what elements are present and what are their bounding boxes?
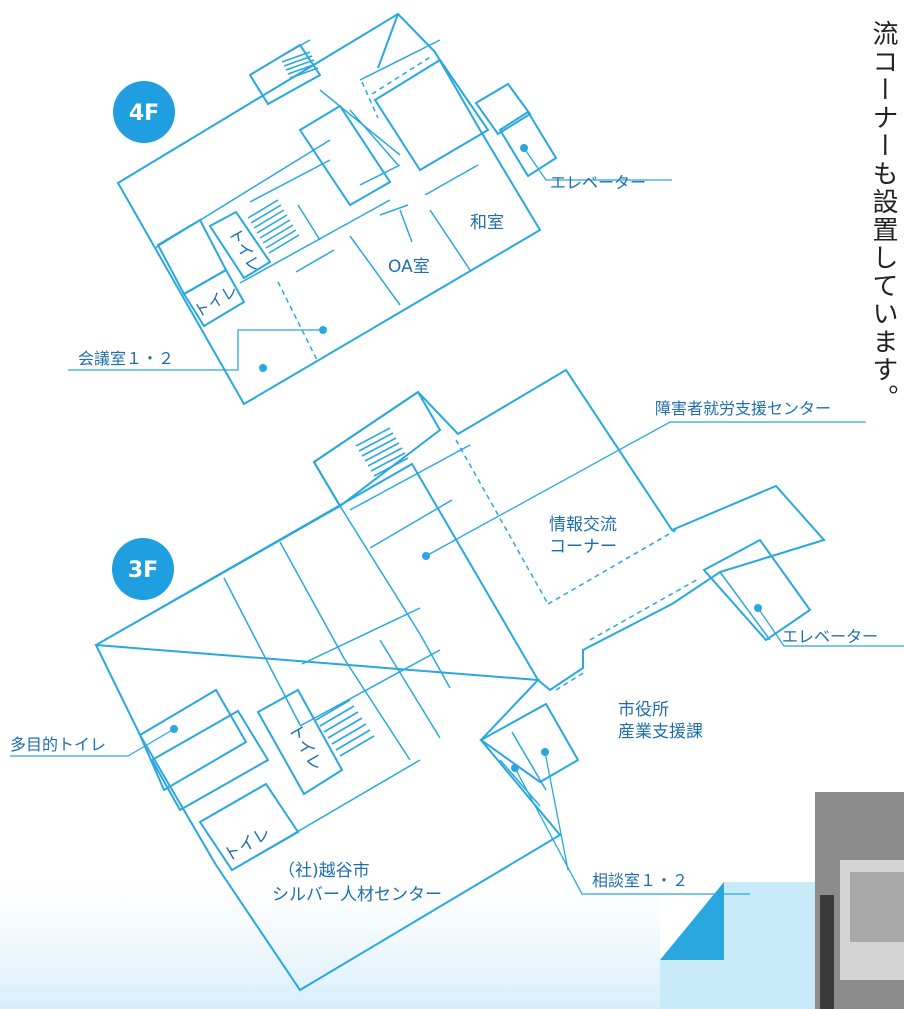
- label-4f-meeting-room: 会議室１・２: [78, 349, 174, 368]
- floor-3f-plan: [10, 368, 904, 992]
- label-4f-oa-room: OA室: [388, 257, 430, 277]
- floor-4f-plan: [68, 12, 672, 406]
- label-3f-info-line1: 情報交流: [549, 515, 617, 535]
- label-3f-elevator: エレベーター: [782, 627, 878, 646]
- bottom-wash: [0, 880, 660, 1009]
- label-3f-disability-support: 障害者就労支援センター: [655, 399, 831, 418]
- svg-text:3F: 3F: [128, 558, 158, 583]
- side-vertical-text: 流コーナーも設置しています。: [868, 20, 898, 412]
- photo-panel: [660, 792, 904, 1009]
- label-3f-info-line2: コーナー: [549, 537, 617, 557]
- label-3f-silver-line2: シルバー人材センター: [272, 885, 442, 905]
- label-3f-city-line2: 産業支援課: [618, 722, 703, 742]
- stairs-3f: [315, 427, 409, 757]
- label-3f-multi-toilet: 多目的トイレ: [10, 735, 106, 754]
- badge-4f: 4F: [113, 81, 175, 143]
- label-3f-city-line1: 市役所: [618, 700, 669, 720]
- label-3f-consult-room: 相談室１・２: [592, 871, 688, 890]
- badge-3f: 3F: [112, 538, 174, 600]
- label-3f-toilet-a: トイレ: [220, 823, 274, 866]
- label-4f-japanese-room: 和室: [470, 213, 504, 233]
- stairs-4f: [247, 51, 319, 254]
- label-3f-silver-line1: （社)越谷市: [278, 861, 370, 881]
- svg-text:4F: 4F: [129, 101, 159, 126]
- label-4f-elevator: エレベーター: [550, 173, 646, 192]
